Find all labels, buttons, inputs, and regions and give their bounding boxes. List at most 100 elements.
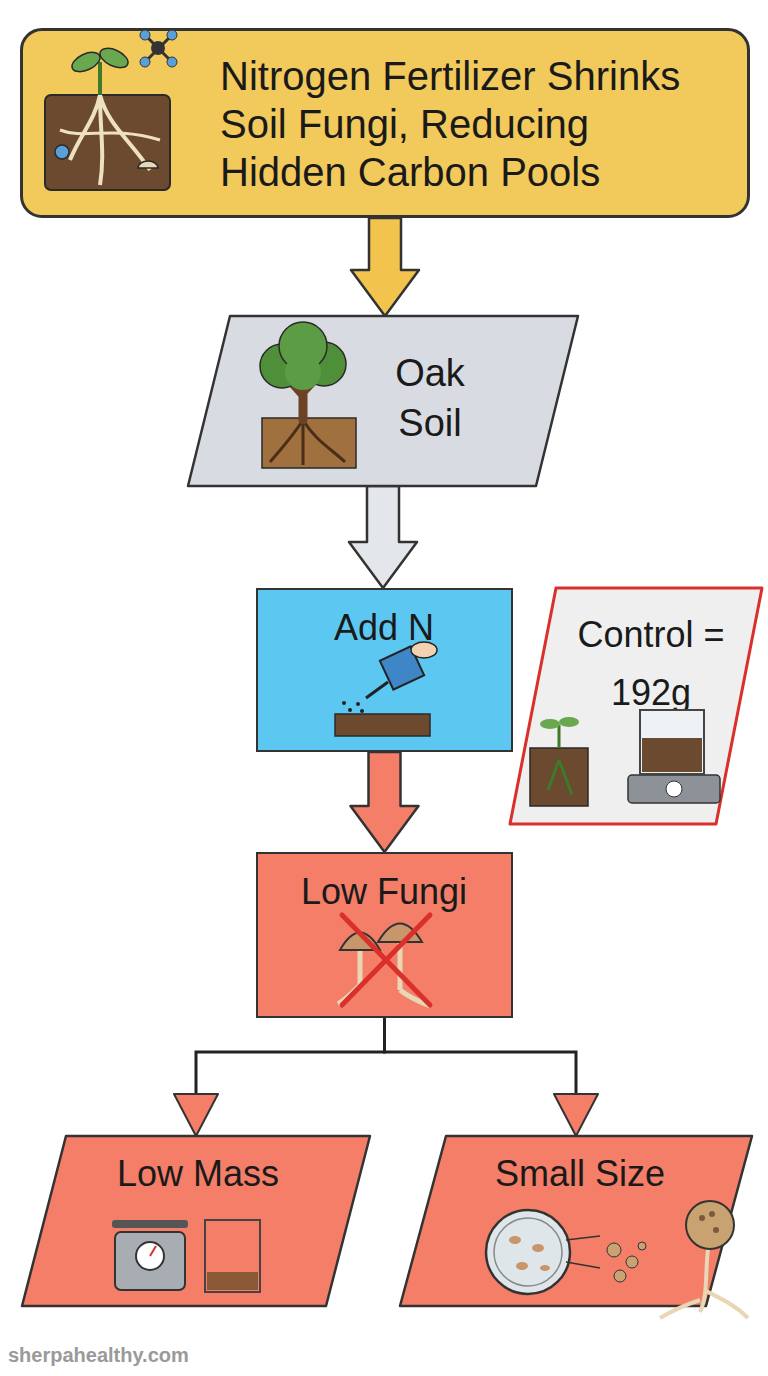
- leaf: [559, 717, 579, 727]
- leaf: [540, 719, 560, 729]
- oak-tree-icon: [260, 322, 356, 468]
- scale-dial: [136, 1242, 164, 1270]
- can-body: [380, 646, 424, 689]
- water-drop: [348, 708, 352, 712]
- node-text: Low Fungi: [256, 870, 513, 914]
- node-text: Low Mass: [58, 1152, 338, 1196]
- sprout-stem: [98, 62, 102, 95]
- spore-dot: [713, 1227, 719, 1233]
- shape-outline: [188, 316, 578, 486]
- watermark: sherpahealthy.com: [8, 1344, 189, 1367]
- dial-needle: [150, 1246, 156, 1256]
- cross-mark: [342, 915, 430, 1005]
- root-lines: [70, 95, 150, 185]
- scale-plate: [112, 1220, 188, 1228]
- flow-arrow: [351, 752, 419, 852]
- flow-arrow: [349, 486, 417, 588]
- control-parallelogram: Control = 192g: [510, 588, 762, 824]
- soil-block: [530, 748, 588, 806]
- water-drop: [342, 701, 346, 705]
- spore: [509, 1236, 521, 1244]
- shape-fill: [510, 588, 762, 824]
- soil-block: [262, 418, 356, 468]
- connector-line: [385, 1018, 577, 1094]
- title-box: Nitrogen Fertilizer Shrinks Soil Fungi, …: [20, 28, 750, 218]
- spore: [540, 1265, 550, 1271]
- tree-canopy: [279, 322, 327, 370]
- beaker: [640, 710, 704, 774]
- zoom-lines: [566, 1236, 600, 1268]
- scale-body: [115, 1232, 185, 1290]
- hypha-line: [60, 130, 160, 140]
- scale-base: [628, 775, 720, 803]
- node-text: Nitrogen Fertilizer Shrinks Soil Fungi, …: [220, 52, 710, 196]
- block-arrow: [351, 752, 419, 852]
- spore: [626, 1256, 638, 1268]
- tree-canopy: [302, 342, 346, 386]
- molecule-atom: [151, 41, 165, 55]
- spore: [614, 1270, 626, 1282]
- shape-fill: [188, 316, 578, 486]
- flow-arrow: [351, 218, 419, 316]
- size-icon: [486, 1201, 748, 1318]
- node-text: Add N: [256, 606, 513, 650]
- scale-dial: [666, 781, 682, 797]
- result-box: Low Fungi: [256, 852, 513, 1018]
- sprout-stem: [548, 725, 572, 795]
- process-box: Add N: [256, 588, 513, 752]
- spore: [638, 1242, 646, 1250]
- beaker: [205, 1220, 260, 1292]
- tree-trunk: [288, 376, 318, 420]
- root-lines: [270, 420, 345, 465]
- can-spout: [366, 682, 388, 698]
- shape-fill: [400, 1136, 752, 1306]
- control-icon: [530, 710, 720, 806]
- soil-block: [45, 95, 170, 190]
- soil-icon: [45, 30, 177, 190]
- branch-arrow: [385, 1018, 599, 1136]
- output-parallelogram: Low Mass: [22, 1136, 370, 1306]
- soil-strip: [335, 714, 430, 736]
- water-drop: [360, 709, 364, 713]
- water-drop: [356, 702, 360, 706]
- connector-line: [196, 1018, 385, 1094]
- molecule-atom: [167, 30, 177, 40]
- mushroom-stem: [338, 940, 430, 1006]
- tree-canopy: [285, 354, 321, 390]
- microbe-dot: [55, 145, 69, 159]
- spore-dot: [709, 1211, 715, 1217]
- spore: [516, 1262, 528, 1270]
- spore: [532, 1244, 544, 1252]
- beaker-soil: [642, 738, 702, 772]
- branch-arrow: [174, 1018, 385, 1136]
- crossed-fungi-icon: [338, 915, 430, 1006]
- spore: [607, 1243, 621, 1257]
- molecule-atom: [140, 30, 150, 40]
- mini-mushroom: [138, 161, 158, 168]
- node-text: Oak Soil: [365, 348, 495, 448]
- block-arrow: [349, 486, 417, 588]
- mushroom-cap: [340, 933, 380, 951]
- output-parallelogram: Small Size: [400, 1136, 752, 1306]
- leaf: [97, 44, 131, 71]
- petri-rim: [494, 1218, 562, 1286]
- molecule-atom: [140, 57, 150, 67]
- leaf: [69, 48, 103, 75]
- spore-dot: [699, 1215, 705, 1221]
- mushroom-cap: [378, 924, 422, 943]
- mass-icon: [112, 1220, 260, 1292]
- block-arrow: [351, 218, 419, 316]
- arrow-head: [554, 1094, 598, 1136]
- hand: [411, 642, 437, 658]
- molecule-atom: [167, 57, 177, 67]
- hypha-line: [660, 1249, 748, 1318]
- node-text: Control = 192g: [566, 606, 736, 722]
- petri-dish: [486, 1210, 570, 1294]
- sporangium: [686, 1201, 734, 1249]
- arrow-head: [174, 1094, 218, 1136]
- shape-fill: [22, 1136, 370, 1306]
- molecule-bonds: [145, 35, 172, 62]
- watering-can-icon: [335, 642, 437, 736]
- node-text: Small Size: [440, 1152, 720, 1196]
